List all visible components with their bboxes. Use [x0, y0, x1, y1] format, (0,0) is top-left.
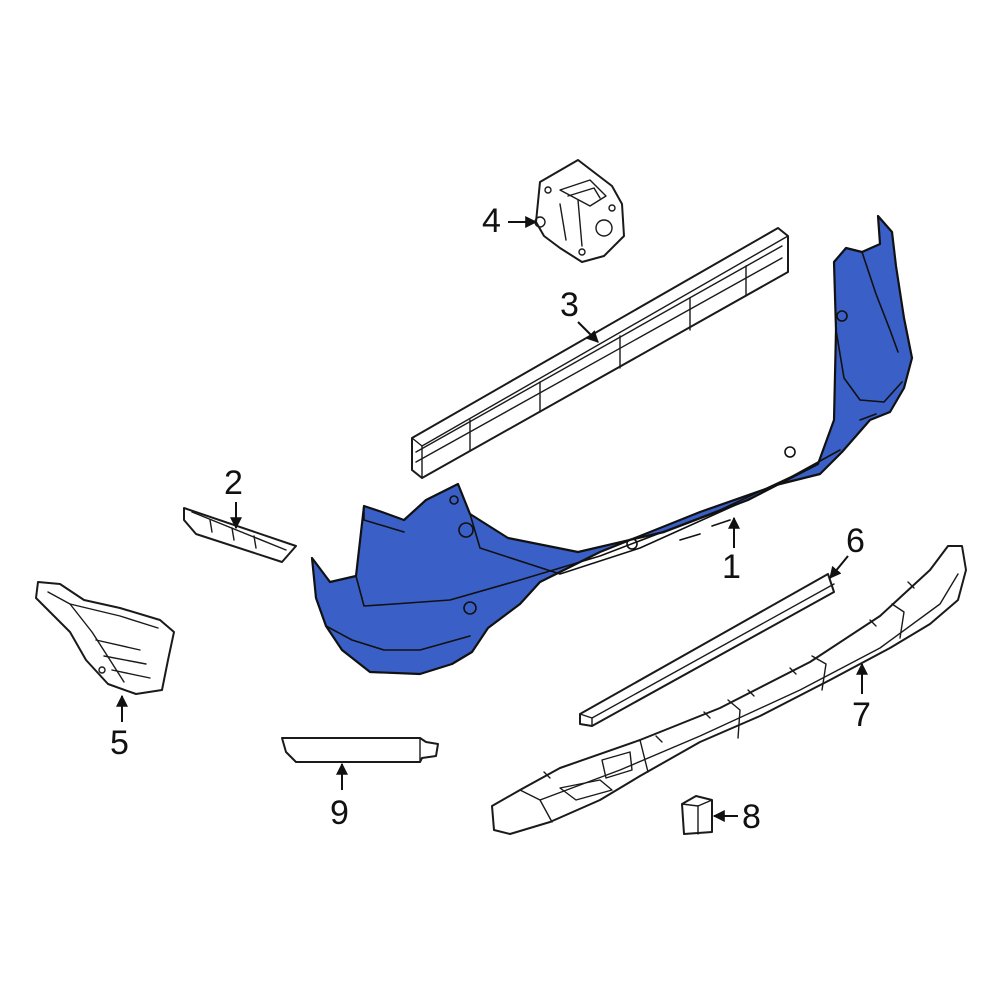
part-1-bumper-cover[interactable]	[310, 214, 914, 676]
callout-6[interactable]: 6	[846, 522, 865, 560]
callout-5[interactable]: 5	[110, 724, 129, 762]
part-6-molding[interactable]	[579, 573, 835, 727]
leader-6	[829, 555, 849, 579]
callout-1[interactable]: 1	[722, 548, 741, 586]
callout-2[interactable]: 2	[224, 464, 243, 502]
callout-7[interactable]: 7	[852, 696, 871, 734]
callout-labels: 1 2 3 4 5 6 7 8 9	[110, 202, 871, 836]
leader-lines	[116, 216, 868, 822]
callout-9[interactable]: 9	[330, 794, 349, 832]
part-9-reflector[interactable]	[281, 737, 439, 763]
part-3-impact-bar[interactable]	[411, 227, 789, 479]
part-4-bracket[interactable]	[534, 159, 625, 263]
part-2-bracket[interactable]	[183, 507, 297, 563]
part-8-cap[interactable]	[681, 795, 713, 835]
callout-3[interactable]: 3	[560, 286, 579, 324]
callout-8[interactable]: 8	[742, 798, 761, 836]
leader-3	[577, 321, 599, 343]
part-5-corner-bracket[interactable]	[35, 581, 175, 695]
callout-4[interactable]: 4	[482, 202, 501, 240]
part-7-valance[interactable]	[491, 545, 967, 835]
bumper-cover-shape	[310, 214, 914, 676]
